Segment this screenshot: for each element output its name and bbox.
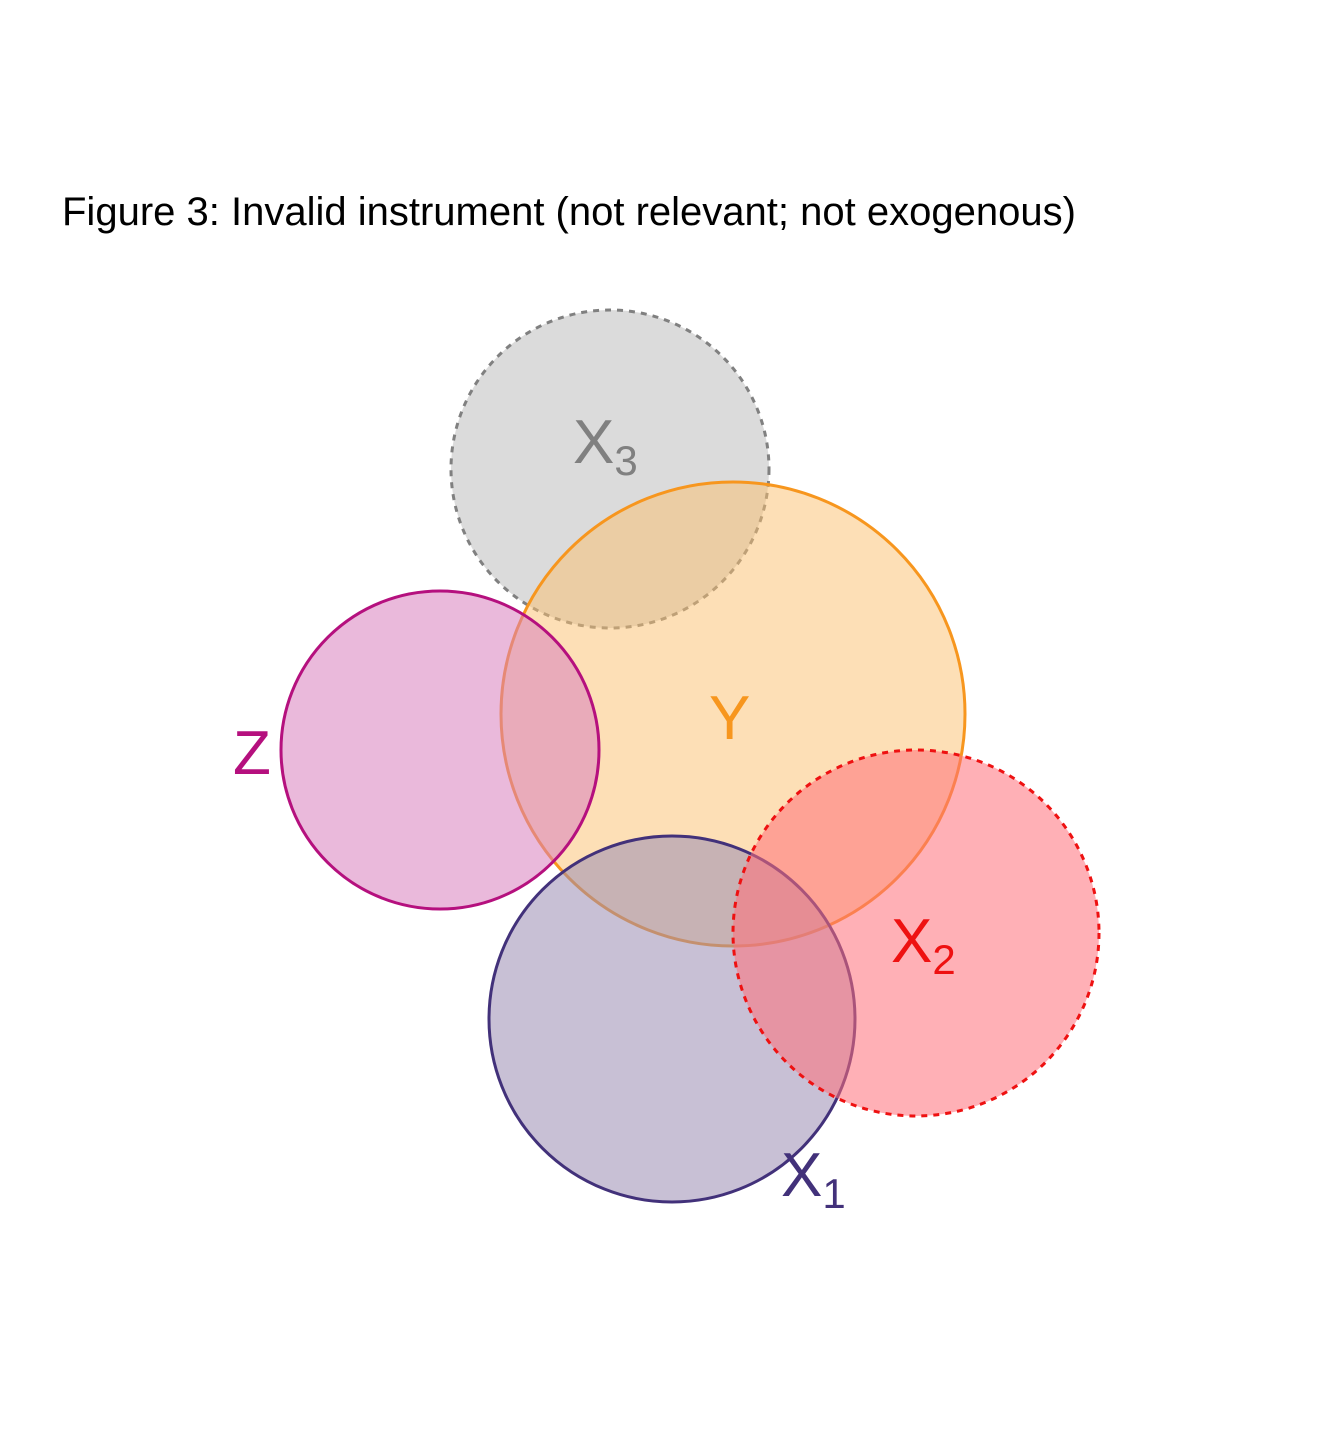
label-x3: X3: [573, 408, 638, 484]
label-z-main: Z: [233, 719, 271, 788]
circle-x2: [731, 748, 1101, 1118]
label-y-main: Y: [709, 684, 750, 753]
circle-z: [279, 589, 601, 911]
label-x1-sub: 1: [822, 1170, 845, 1217]
figure-title: Figure 3: Invalid instrument (not releva…: [62, 190, 1076, 234]
label-x2-main: X: [891, 907, 932, 976]
label-z: Z: [233, 719, 271, 788]
label-x2: X2: [891, 907, 956, 983]
label-x3-main: X: [573, 408, 614, 477]
label-x1: X1: [781, 1141, 846, 1217]
label-y: Y: [709, 684, 750, 753]
label-x3-sub: 3: [614, 437, 637, 484]
label-x1-main: X: [781, 1141, 822, 1210]
label-x2-sub: 2: [932, 936, 955, 983]
